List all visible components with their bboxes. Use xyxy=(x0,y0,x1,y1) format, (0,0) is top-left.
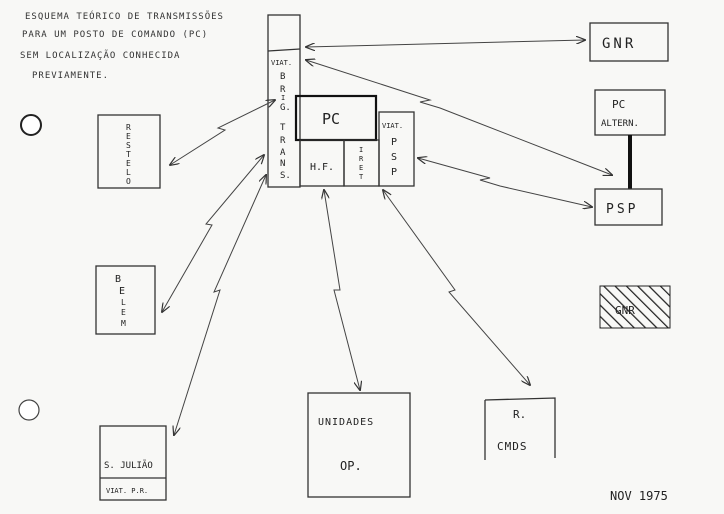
svg-text:ALTERN.: ALTERN. xyxy=(601,119,639,129)
arrow-unidades xyxy=(324,190,360,390)
hf-box: H.F. xyxy=(299,139,345,187)
svg-text:S: S xyxy=(126,141,131,150)
svg-text:GNR: GNR xyxy=(602,36,636,52)
svg-text:R.: R. xyxy=(513,408,526,421)
gnr-box: GNR xyxy=(589,22,669,62)
title-line-2: PARA UM POSTO DE COMANDO (PC) xyxy=(22,30,208,40)
svg-text:S: S xyxy=(391,152,397,163)
svg-text:S.: S. xyxy=(280,171,291,181)
psp-box: PSP xyxy=(594,188,663,226)
svg-text:R: R xyxy=(280,85,286,95)
s-juliao-box: S. JULIÃO VIAT. P.R. xyxy=(99,425,167,501)
arrow-psp xyxy=(418,158,592,207)
svg-text:R: R xyxy=(280,136,286,146)
svg-text:E: E xyxy=(121,308,126,317)
svg-text:OP.: OP. xyxy=(340,459,362,473)
svg-text:B: B xyxy=(280,72,285,82)
title-line-1: ESQUEMA TEÓRICO DE TRANSMISSÕES xyxy=(25,10,224,22)
svg-text:E: E xyxy=(359,164,363,172)
title-line-4: PREVIAMENTE. xyxy=(32,71,109,81)
arrow-r-cmds xyxy=(383,190,530,385)
svg-text:T: T xyxy=(359,173,364,181)
svg-text:T: T xyxy=(280,123,286,133)
svg-text:O: O xyxy=(126,177,131,186)
gnr-hatched-box: GNR xyxy=(599,285,671,329)
date-note: NOV 1975 xyxy=(610,489,668,503)
iret-box: I R E T xyxy=(343,139,380,187)
svg-text:VIAT. P.R.: VIAT. P.R. xyxy=(106,487,148,495)
svg-text:E: E xyxy=(126,132,131,141)
svg-text:R: R xyxy=(126,123,131,132)
svg-text:P: P xyxy=(391,167,397,178)
arrows xyxy=(162,40,612,435)
title-line-3: SEM LOCALIZAÇÃO CONHECIDA xyxy=(20,50,180,61)
svg-text:UNIDADES: UNIDADES xyxy=(318,417,374,428)
arrow-pc-altern xyxy=(306,60,612,175)
svg-text:G.: G. xyxy=(280,103,291,113)
punch-hole xyxy=(18,399,40,421)
svg-text:E: E xyxy=(119,286,125,297)
arrow-s-juliao xyxy=(174,175,266,435)
svg-text:CMDS: CMDS xyxy=(497,440,528,453)
svg-text:L: L xyxy=(121,298,126,307)
arrow-gnr xyxy=(306,40,585,47)
svg-text:T: T xyxy=(126,150,131,159)
svg-text:VIAT.: VIAT. xyxy=(382,122,403,130)
svg-text:B: B xyxy=(115,274,121,285)
svg-text:S. JULIÃO: S. JULIÃO xyxy=(104,460,153,471)
pc-box: PC xyxy=(294,94,378,142)
viat-psp-box: VIAT. P S P xyxy=(378,111,415,187)
arrow-belem xyxy=(162,155,264,312)
arrow-restelo xyxy=(170,100,275,165)
svg-text:L: L xyxy=(126,168,131,177)
svg-text:PC: PC xyxy=(322,110,340,128)
svg-text:GNR: GNR xyxy=(615,304,635,317)
punch-hole xyxy=(20,114,42,136)
svg-text:PSP: PSP xyxy=(606,202,638,217)
restelo-box: R E S T E L O xyxy=(97,114,161,189)
viat-brig-trans-box: VIAT. B R I G. T R A N S. xyxy=(267,14,301,188)
svg-text:PC: PC xyxy=(612,98,625,111)
svg-text:P: P xyxy=(391,137,397,148)
svg-text:A: A xyxy=(280,148,286,158)
svg-text:H.F.: H.F. xyxy=(310,162,334,173)
pc-altern-box: PC ALTERN. xyxy=(594,89,666,136)
svg-text:VIAT.: VIAT. xyxy=(271,59,292,67)
svg-text:I: I xyxy=(359,146,363,154)
svg-text:M: M xyxy=(121,319,126,328)
r-cmds-box: R. CMDS xyxy=(484,397,556,460)
svg-text:I: I xyxy=(281,94,285,102)
svg-text:R: R xyxy=(359,155,364,163)
svg-text:E: E xyxy=(126,159,131,168)
unidades-op-box: UNIDADES OP. xyxy=(307,392,411,498)
svg-text:N: N xyxy=(280,159,285,169)
belem-box: B E L E M xyxy=(95,265,156,335)
